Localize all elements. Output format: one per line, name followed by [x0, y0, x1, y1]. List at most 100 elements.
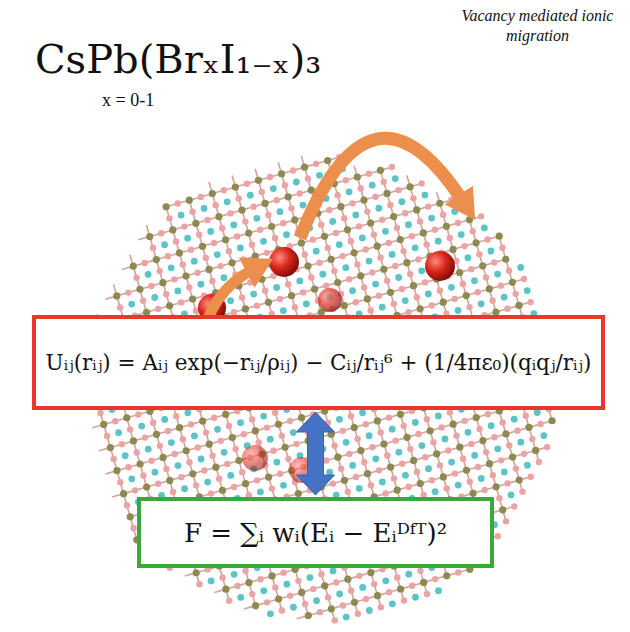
atom [285, 281, 291, 287]
atom [328, 605, 335, 612]
atom [182, 272, 189, 279]
atom [349, 287, 356, 294]
atom [349, 462, 356, 469]
atom [343, 177, 349, 183]
atom [321, 582, 328, 589]
atom [424, 591, 430, 597]
atom [206, 441, 213, 448]
atom [292, 304, 298, 310]
atom [110, 456, 116, 462]
atom [374, 417, 381, 424]
atom [235, 457, 242, 464]
atom [234, 233, 240, 239]
atom [186, 459, 192, 465]
atom [313, 161, 319, 167]
atom [127, 513, 134, 520]
atom [178, 212, 185, 219]
atom [145, 446, 152, 453]
atom [361, 284, 367, 290]
atom [325, 245, 331, 251]
atom [150, 420, 156, 426]
atom [303, 301, 310, 308]
atom [107, 444, 114, 451]
atom [227, 297, 234, 304]
atom [333, 579, 339, 585]
atom [209, 452, 215, 458]
atom [348, 588, 354, 594]
atom [282, 182, 288, 188]
atom [273, 284, 280, 291]
atom [304, 262, 311, 269]
atom [346, 451, 352, 457]
atom [363, 421, 369, 427]
atom [326, 469, 333, 476]
atom [255, 265, 261, 271]
atom [334, 279, 341, 286]
atom [130, 263, 137, 270]
atom [295, 578, 301, 584]
atom [362, 246, 368, 252]
atom [175, 462, 182, 469]
atom [371, 581, 377, 587]
atom [357, 447, 364, 454]
atom [264, 424, 270, 430]
atom [222, 411, 229, 418]
atom [382, 577, 389, 584]
atom [224, 461, 230, 467]
atom [361, 459, 367, 465]
atom [366, 607, 373, 614]
atom [150, 245, 156, 251]
atom [241, 256, 247, 262]
atom [355, 611, 361, 617]
atom [351, 249, 358, 256]
atom [280, 569, 286, 575]
atom [324, 157, 331, 164]
atom [378, 604, 384, 610]
atom [229, 434, 236, 441]
atom [435, 587, 442, 594]
atom [343, 614, 350, 621]
atom [256, 439, 262, 445]
atom [192, 220, 199, 227]
atom [166, 477, 173, 484]
atom [115, 429, 122, 436]
atom [298, 414, 305, 421]
atom [420, 579, 427, 586]
atom [267, 610, 274, 617]
atom [317, 609, 323, 615]
atom [332, 617, 338, 623]
atom [181, 223, 187, 229]
atom [279, 607, 285, 613]
atom [178, 299, 184, 305]
atom [211, 415, 217, 421]
atom [239, 294, 245, 300]
atom [281, 444, 288, 451]
atom [307, 574, 314, 581]
atom [323, 457, 329, 463]
atom [277, 208, 284, 215]
atom [194, 270, 200, 276]
atom [242, 480, 249, 487]
atom [349, 200, 355, 206]
atom [377, 429, 383, 435]
atom [205, 266, 212, 273]
atom [298, 589, 305, 596]
atom [249, 241, 255, 247]
atom [196, 232, 202, 238]
atom [272, 235, 278, 241]
atom [203, 429, 209, 435]
atom [189, 209, 195, 215]
atom [417, 568, 423, 574]
atom [214, 426, 221, 433]
atom [197, 281, 204, 288]
atom [290, 604, 297, 611]
atom [340, 602, 346, 608]
atom [130, 525, 136, 531]
atom [198, 194, 204, 200]
atom [113, 467, 120, 474]
atom [193, 569, 200, 576]
atom [376, 467, 382, 473]
atom [395, 449, 402, 456]
atom [262, 288, 268, 294]
atom [155, 306, 161, 312]
